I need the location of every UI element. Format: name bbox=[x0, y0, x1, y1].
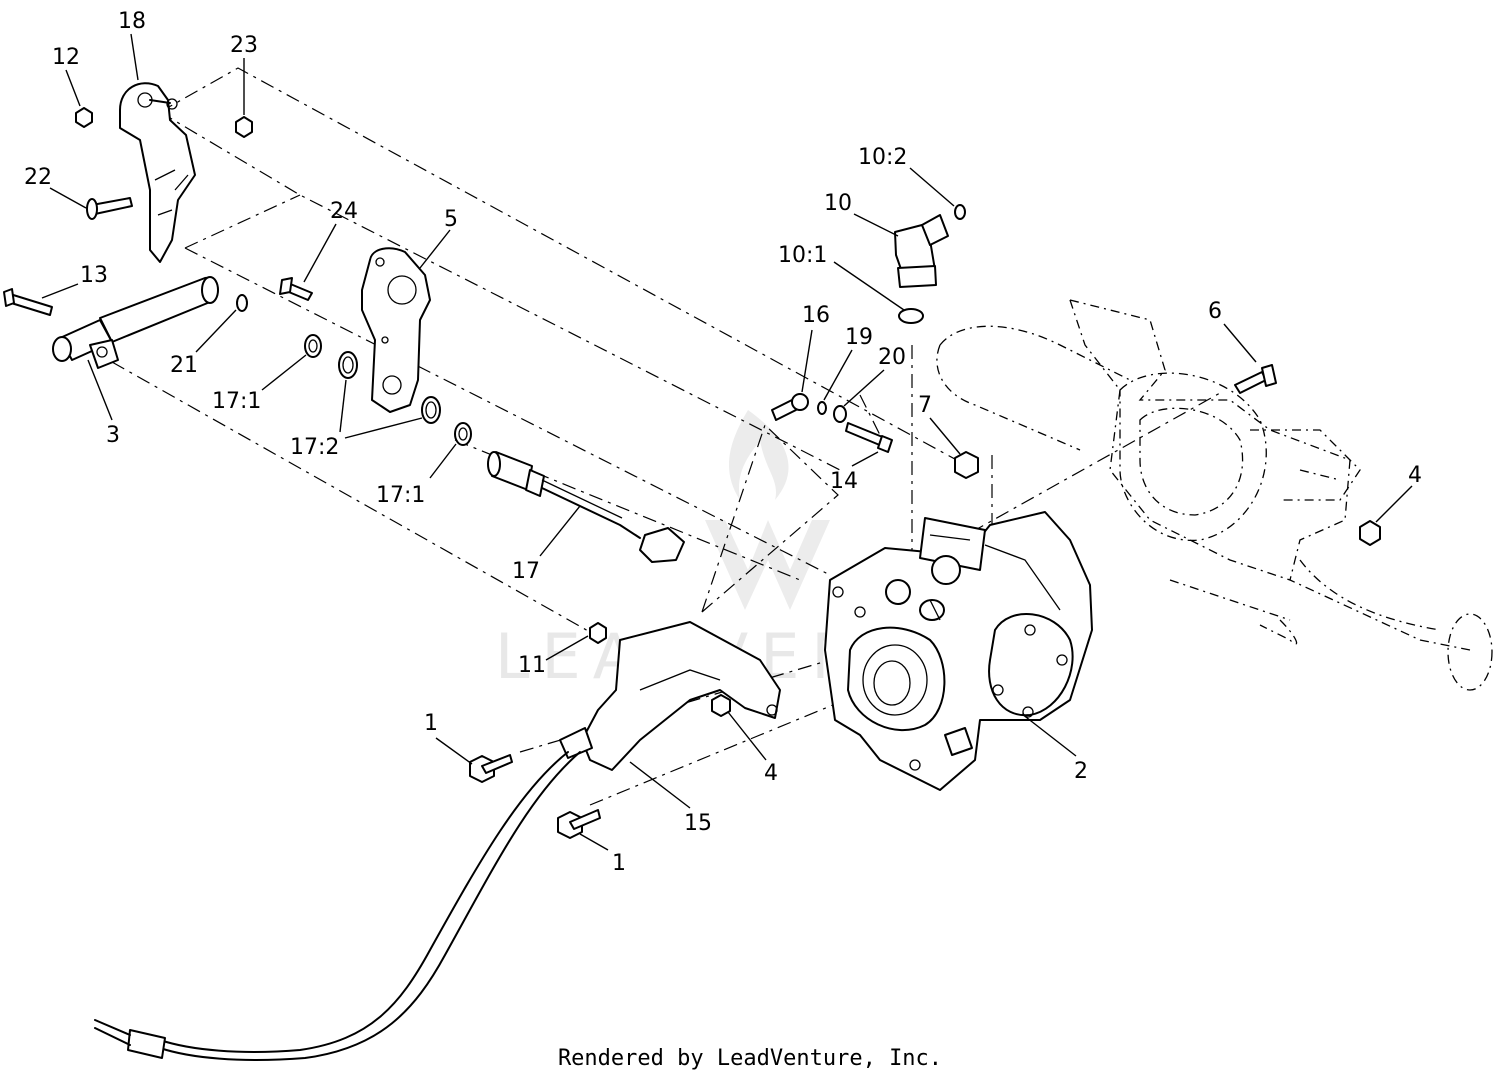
callout-label: 17:1 bbox=[376, 483, 425, 508]
callout-17: 17 bbox=[512, 505, 581, 584]
callout-16: 16 bbox=[801, 303, 830, 393]
nut-part-12 bbox=[75, 107, 93, 128]
nut-part-23 bbox=[235, 116, 253, 138]
callout-4-right: 4 bbox=[1375, 463, 1422, 523]
nut-part-7 bbox=[954, 451, 979, 479]
callout-12: 12 bbox=[52, 45, 81, 107]
bolt-part-13 bbox=[3, 288, 53, 316]
callout-1-upper: 1 bbox=[424, 711, 473, 765]
nut-part-17-1-upper bbox=[304, 334, 322, 358]
callout-label: 7 bbox=[918, 393, 932, 418]
bolt-part-24 bbox=[279, 277, 313, 301]
callout-15: 15 bbox=[629, 761, 712, 836]
nut-part-11 bbox=[589, 622, 607, 644]
washer-part-17-2-lower bbox=[421, 396, 441, 424]
callout-label: 4 bbox=[764, 761, 778, 786]
elbow-fitting-part-10 bbox=[894, 214, 949, 288]
callout-label: 12 bbox=[52, 45, 80, 70]
callout-label: 18 bbox=[118, 9, 146, 34]
callout-23: 23 bbox=[230, 33, 258, 115]
callout-label: 14 bbox=[830, 469, 858, 494]
callout-label: 10:1 bbox=[778, 243, 827, 268]
callout-18: 18 bbox=[118, 9, 146, 81]
washer-part-20 bbox=[833, 405, 847, 423]
callout-14: 14 bbox=[830, 451, 879, 494]
callout-label: 4 bbox=[1408, 463, 1422, 488]
callout-2: 2 bbox=[1021, 713, 1088, 784]
callout-17-1-upper: 17:1 bbox=[212, 354, 307, 414]
callout-3: 3 bbox=[87, 359, 120, 448]
callout-19: 19 bbox=[823, 325, 873, 401]
callout-label: 15 bbox=[684, 811, 712, 836]
callout-label: 11 bbox=[518, 653, 546, 678]
footer-credit: Rendered by LeadVenture, Inc. bbox=[557, 1046, 943, 1071]
callout-label: 21 bbox=[170, 353, 198, 378]
bolt-part-1-upper bbox=[469, 754, 513, 783]
o-ring-part-10-2 bbox=[954, 204, 966, 220]
callout-label: 23 bbox=[230, 33, 258, 58]
washer-part-19 bbox=[817, 401, 827, 415]
bolt-part-6 bbox=[1234, 364, 1277, 394]
callout-label: 5 bbox=[444, 207, 458, 232]
callout-label: 1 bbox=[424, 711, 438, 736]
callout-label: 1 bbox=[612, 851, 626, 876]
ring-part-21 bbox=[236, 294, 248, 312]
control-lever-part-18 bbox=[119, 82, 196, 263]
callout-22: 22 bbox=[24, 165, 87, 209]
callout-4-center: 4 bbox=[727, 711, 778, 786]
callout-label: 6 bbox=[1208, 299, 1222, 324]
callout-label: 3 bbox=[106, 423, 120, 448]
o-ring-part-10-1 bbox=[898, 308, 924, 324]
callout-label: 17 bbox=[512, 559, 540, 584]
callout-17-2: 17:2 bbox=[290, 379, 423, 460]
watermark-logo bbox=[705, 410, 830, 610]
callout-20: 20 bbox=[843, 345, 906, 407]
callout-label: 13 bbox=[80, 263, 108, 288]
pin-part-22 bbox=[86, 197, 133, 220]
cable-bracket-part-15 bbox=[581, 621, 781, 771]
callout-24: 24 bbox=[303, 199, 358, 283]
callout-label: 2 bbox=[1074, 759, 1088, 784]
callout-13: 13 bbox=[41, 263, 108, 299]
callout-label: 24 bbox=[330, 199, 358, 224]
callout-10-1: 10:1 bbox=[778, 243, 905, 311]
callout-6: 6 bbox=[1208, 299, 1257, 363]
callout-7: 7 bbox=[918, 393, 961, 455]
callout-label: 10 bbox=[824, 191, 852, 216]
callout-label: 17:2 bbox=[290, 435, 339, 460]
callout-label: 17:1 bbox=[212, 389, 261, 414]
callout-label: 10:2 bbox=[858, 145, 907, 170]
callout-10-2: 10:2 bbox=[858, 145, 955, 207]
damper-part-3 bbox=[52, 276, 219, 369]
nut-part-4-right bbox=[1359, 520, 1381, 546]
callout-5: 5 bbox=[419, 207, 458, 269]
callout-label: 22 bbox=[24, 165, 52, 190]
bolt-part-14 bbox=[845, 422, 893, 453]
pump-part-2 bbox=[824, 511, 1093, 791]
callout-label: 20 bbox=[878, 345, 906, 370]
ball-joint-part-16 bbox=[771, 393, 809, 421]
bolt-part-1-lower bbox=[557, 809, 601, 839]
callout-1-lower: 1 bbox=[579, 833, 626, 876]
control-cable bbox=[94, 727, 593, 1061]
washer-part-17-2-upper bbox=[338, 351, 358, 379]
callouts: 18 12 23 22 13 21 3 24 bbox=[24, 9, 1422, 876]
callout-label: 19 bbox=[845, 325, 873, 350]
sensor-part-17 bbox=[487, 451, 685, 563]
bracket-plate-part-5 bbox=[361, 247, 431, 413]
callout-label: 16 bbox=[802, 303, 830, 328]
axle-housing-outline bbox=[936, 299, 1493, 691]
alignment-lines bbox=[111, 67, 1221, 806]
nut-part-4-center bbox=[711, 694, 731, 717]
callout-21: 21 bbox=[170, 309, 237, 378]
nut-part-17-1-lower bbox=[454, 422, 472, 446]
callout-17-1-lower: 17:1 bbox=[376, 443, 457, 508]
callout-10: 10 bbox=[824, 191, 899, 237]
callout-11: 11 bbox=[518, 635, 589, 678]
